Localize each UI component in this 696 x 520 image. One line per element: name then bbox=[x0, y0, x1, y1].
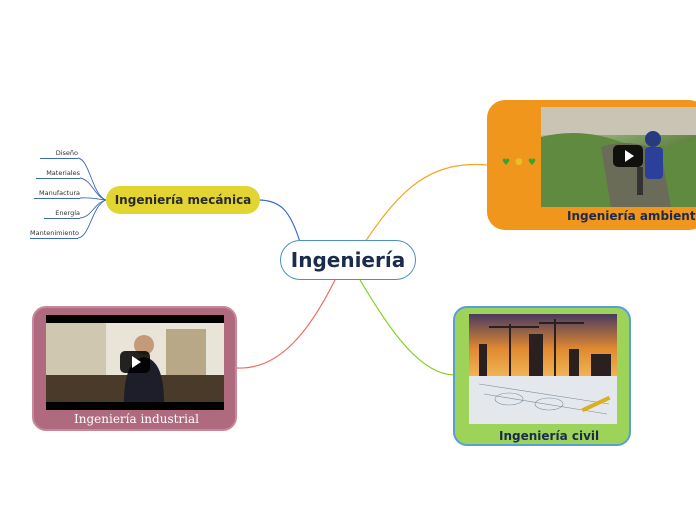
play-button-icon[interactable] bbox=[120, 351, 150, 373]
branch-label: Ingeniería industrial bbox=[74, 412, 199, 426]
connector-industrial bbox=[236, 279, 336, 369]
branch-ingenieria-ambiental[interactable]: ♥ ● ♥ Ingeniería ambiental bbox=[487, 100, 696, 230]
sun-face-icon: ● bbox=[515, 157, 523, 167]
green-heart-icon: ♥ bbox=[502, 158, 511, 168]
thumbnail-art bbox=[469, 314, 617, 424]
subtopic-mantenimiento[interactable]: Mantenimiento bbox=[30, 229, 79, 239]
central-topic[interactable]: Ingeniería bbox=[280, 240, 416, 280]
branch-label: Ingeniería civil bbox=[499, 429, 600, 443]
leaf-connectors bbox=[77, 157, 107, 239]
subtopic-energia[interactable]: Energía bbox=[44, 209, 80, 219]
branch-label: Ingeniería ambiental bbox=[567, 209, 696, 223]
green-heart-icon: ♥ bbox=[528, 158, 537, 168]
branch-ingenieria-mecanica[interactable]: Ingeniería mecánica bbox=[106, 186, 260, 214]
thumbnail-art bbox=[541, 107, 696, 207]
connector-civil bbox=[359, 279, 456, 376]
connector-mecanica bbox=[257, 199, 301, 243]
construction-image bbox=[469, 314, 617, 424]
video-thumbnail[interactable] bbox=[541, 107, 696, 207]
play-button-icon[interactable] bbox=[613, 145, 643, 167]
branch-ingenieria-civil[interactable]: Ingeniería civil bbox=[453, 306, 631, 446]
connector-ambiental bbox=[364, 163, 488, 243]
subtopic-materiales[interactable]: Materiales bbox=[36, 169, 80, 179]
branch-ingenieria-industrial[interactable]: Ingeniería industrial bbox=[32, 306, 237, 431]
video-thumbnail[interactable] bbox=[46, 315, 224, 410]
branch-label: Ingeniería mecánica bbox=[114, 193, 252, 207]
subtopic-diseno[interactable]: Diseño bbox=[40, 149, 78, 159]
subtopic-manufactura[interactable]: Manufactura bbox=[34, 189, 80, 199]
